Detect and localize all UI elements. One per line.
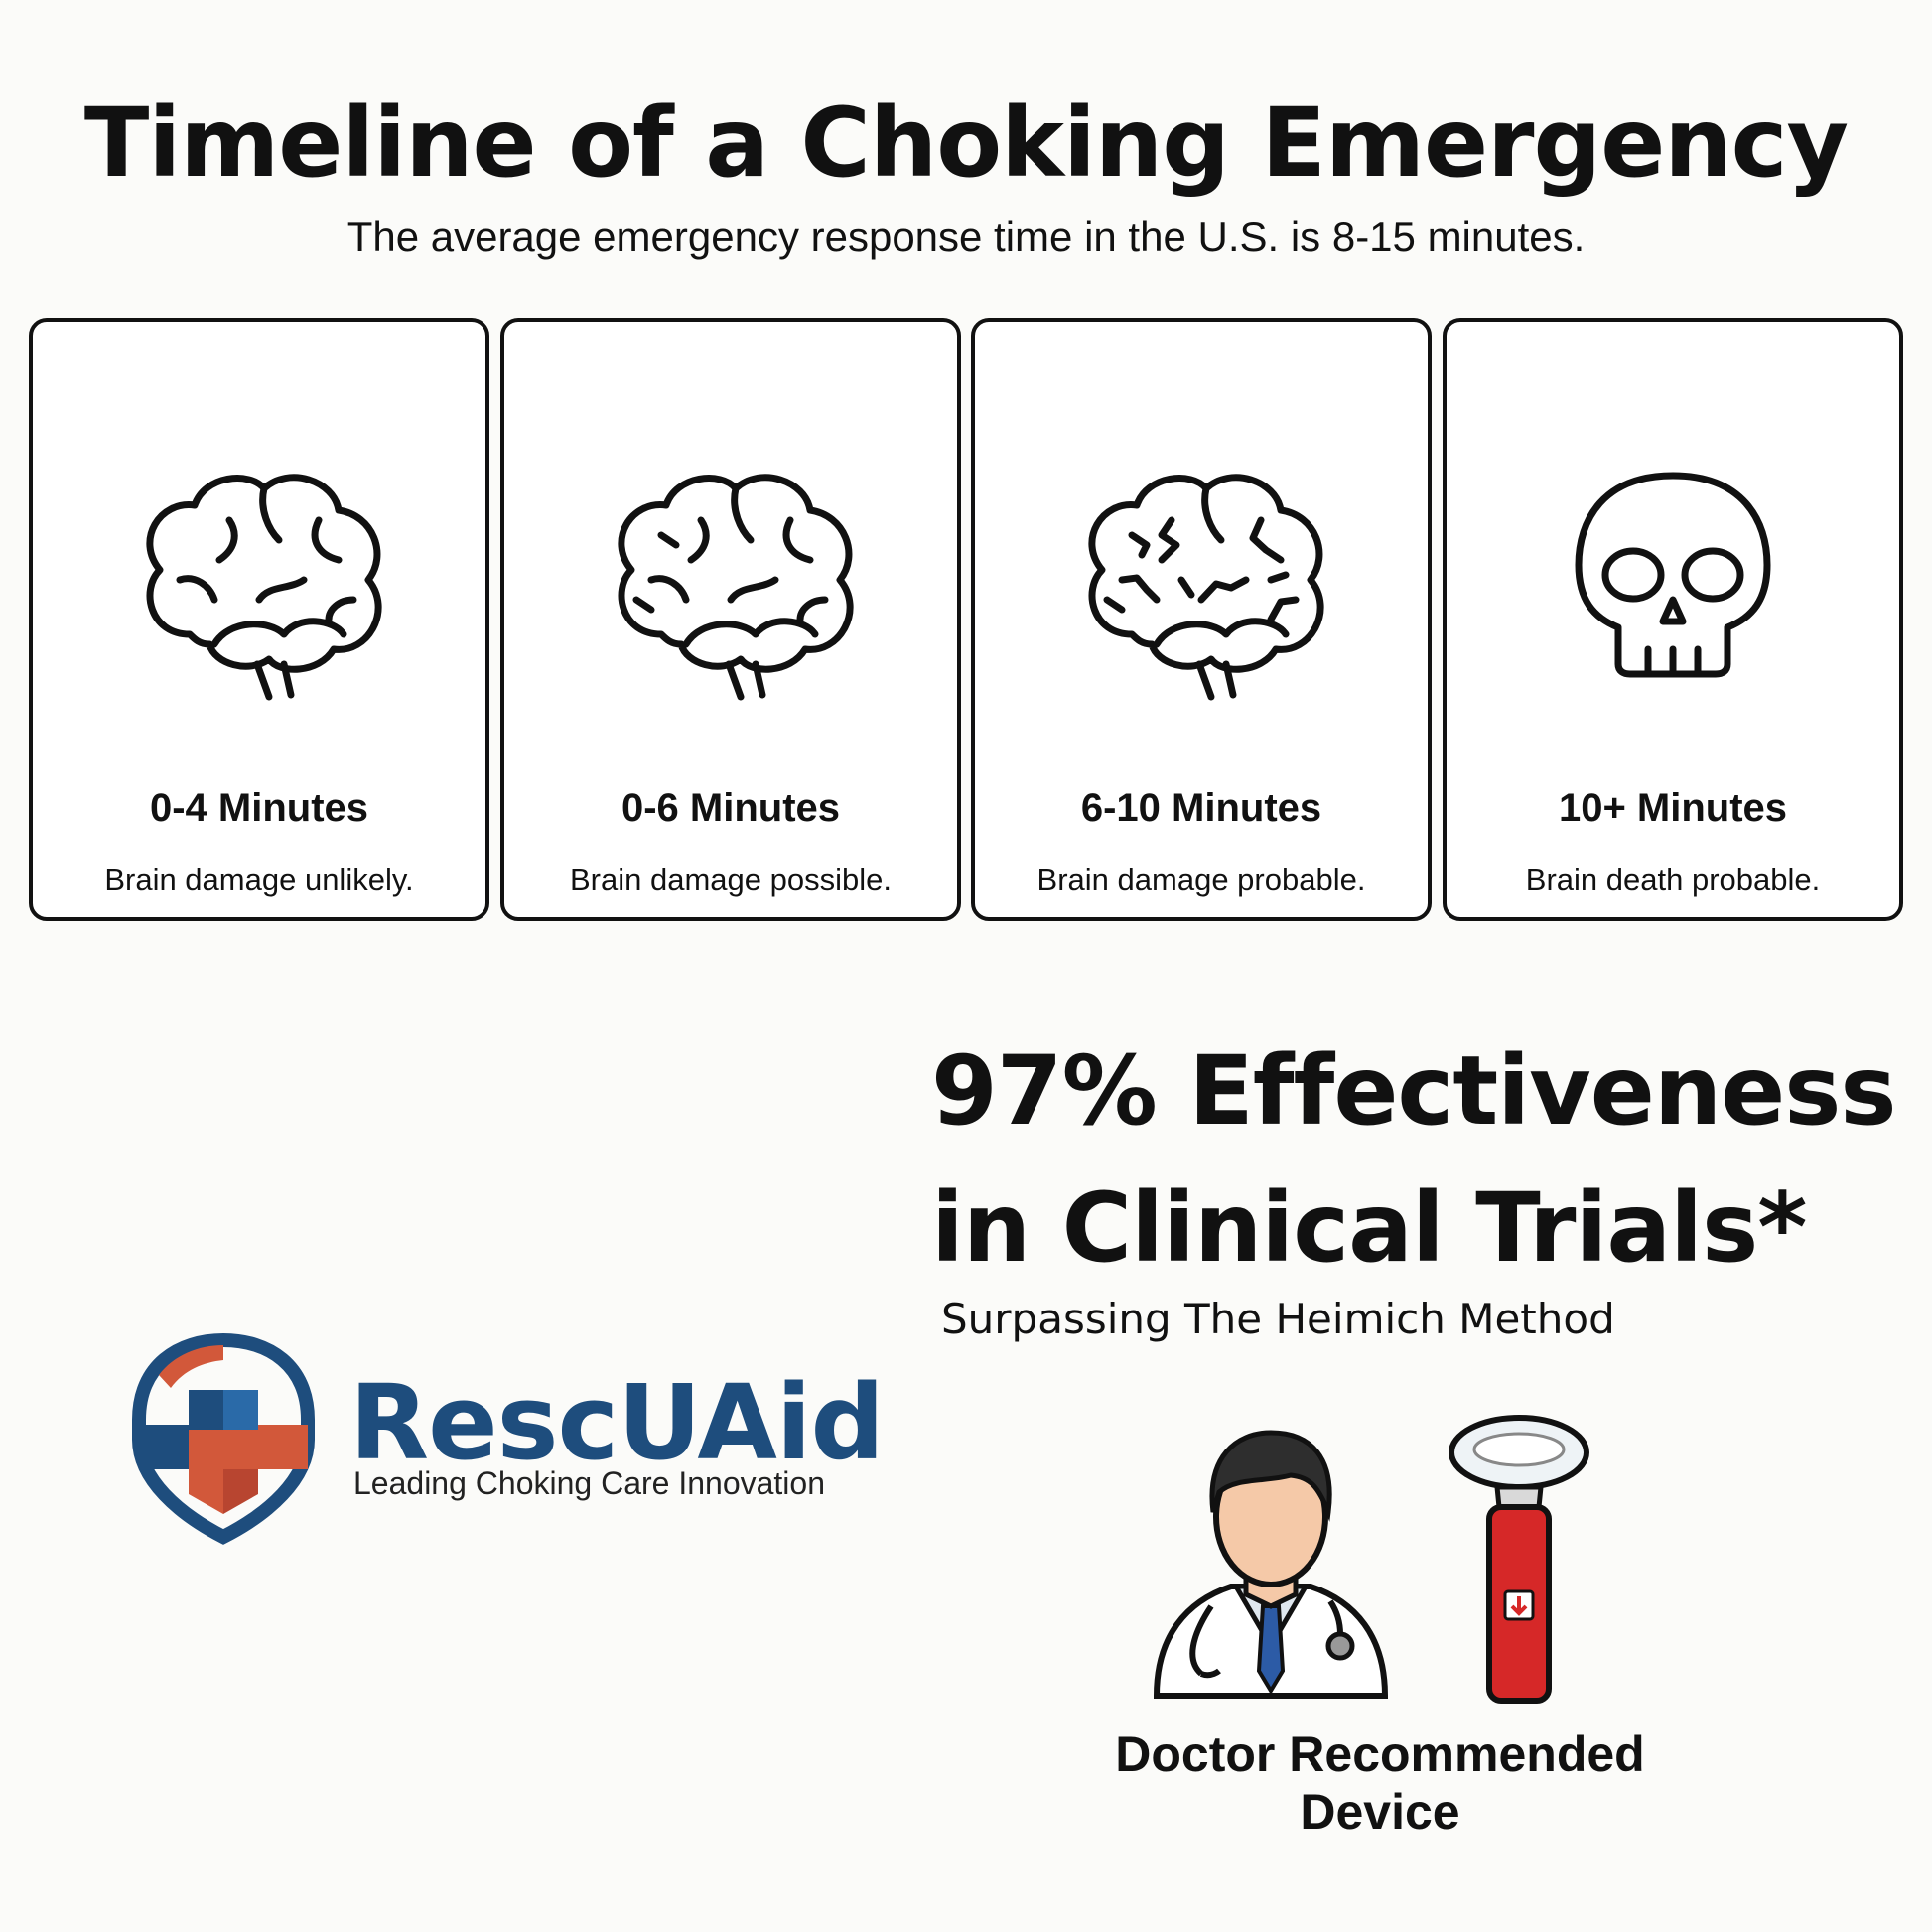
medical-cross-shield-icon [132, 1332, 315, 1545]
headline-subtitle: Surpassing The Heimich Method [941, 1295, 1615, 1343]
doctor-icon [1153, 1430, 1389, 1699]
doctor-recommended-label: Doctor Recommended Device [1052, 1725, 1708, 1841]
skull-icon [1575, 472, 1771, 678]
effectiveness-headline: 97% Effectiveness in Clinical Trials* [931, 1023, 1924, 1297]
brain-icon [1088, 474, 1324, 701]
page-subtitle: The average emergency response time in t… [346, 213, 1586, 260]
card-description: Brain death probable. [1525, 862, 1821, 897]
card-title: 6-10 Minutes [1080, 786, 1322, 830]
timeline-card-10-plus: 10+ Minutes Brain death probable. [1443, 318, 1903, 921]
headline-line-2: in Clinical Trials* [931, 1173, 1807, 1284]
anti-choking-device-icon [1449, 1415, 1589, 1704]
timeline-card-6-10: 6-10 Minutes Brain damage probable. [971, 318, 1432, 921]
rec-line-2: Device [1300, 1784, 1460, 1840]
rec-line-1: Doctor Recommended [1115, 1726, 1645, 1782]
timeline-card-0-6: 0-6 Minutes Brain damage possible. [500, 318, 961, 921]
card-description: Brain damage probable. [1036, 862, 1366, 897]
brand-name: RescUAid [349, 1362, 885, 1483]
card-title: 0-4 Minutes [149, 786, 369, 830]
brand-logo: RescUAid Leading Choking Care Innovation [119, 1320, 885, 1549]
card-title: 0-6 Minutes [621, 786, 841, 830]
brain-icon [618, 474, 854, 701]
brand-tagline: Leading Choking Care Innovation [353, 1465, 825, 1501]
timeline-card-0-4: 0-4 Minutes Brain damage unlikely. [29, 318, 489, 921]
card-description: Brain damage possible. [570, 862, 892, 897]
brain-icon [146, 474, 382, 701]
page-title: Timeline of a Choking Emergency [83, 87, 1849, 199]
timeline-cards: 0-4 Minutes Brain damage unlikely. 0-6 M… [29, 318, 1903, 921]
card-title: 10+ Minutes [1558, 786, 1788, 830]
headline-line-1: 97% Effectiveness [931, 1035, 1897, 1147]
card-description: Brain damage unlikely. [104, 862, 414, 897]
